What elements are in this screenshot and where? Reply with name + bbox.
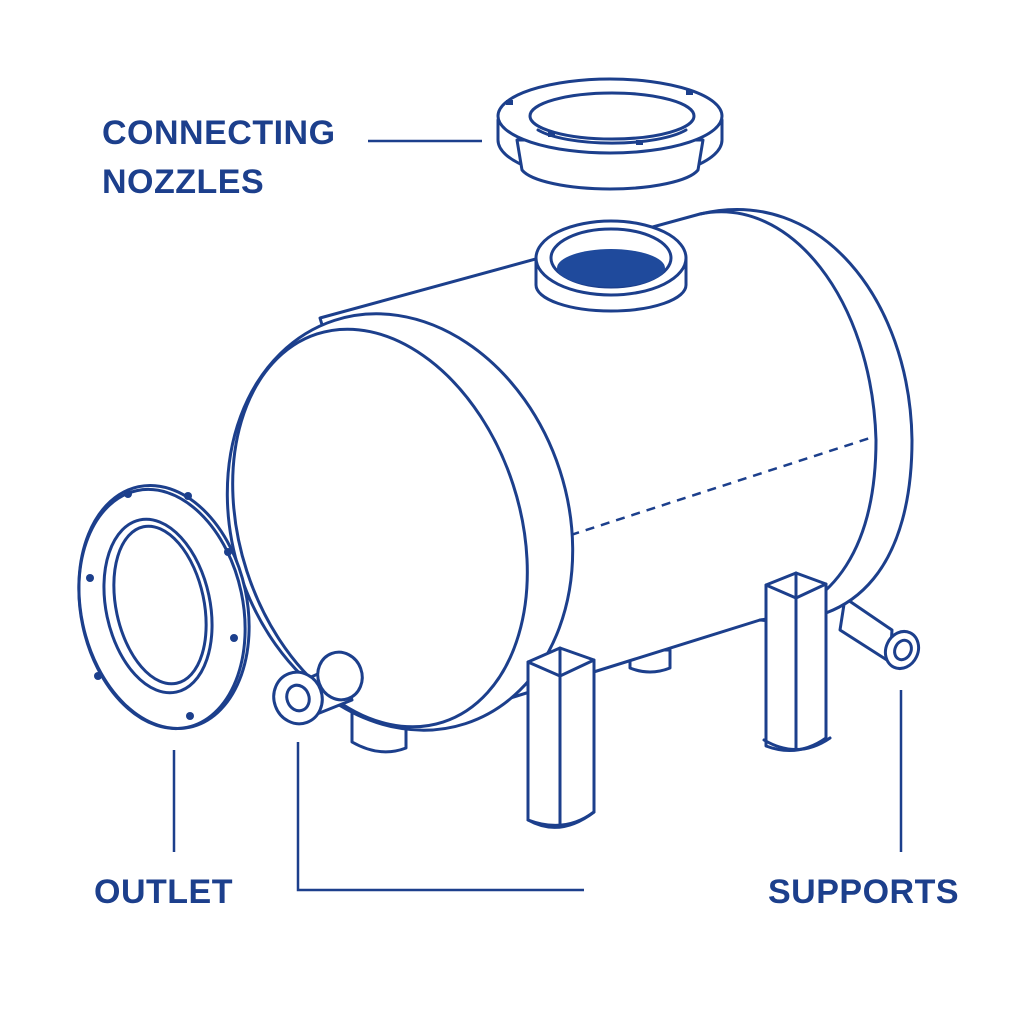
side-branch-pipe <box>838 596 921 670</box>
front-support-leg <box>526 646 596 829</box>
rear-right-support-leg <box>762 571 832 752</box>
flange-ring-connecting-nozzle <box>496 77 724 191</box>
outlet-nozzle <box>272 650 364 726</box>
label-connecting: CONNECTING <box>102 114 336 152</box>
label-outlet: OUTLET <box>94 873 233 911</box>
label-nozzles: NOZZLES <box>102 163 265 201</box>
outlet-flange-plate <box>77 483 251 731</box>
leader-lines <box>172 139 903 892</box>
front-tank-head <box>225 312 575 732</box>
outlet-leader-line <box>296 742 584 892</box>
label-supports: SUPPORTS <box>768 873 960 911</box>
top-nozzle <box>534 219 688 313</box>
